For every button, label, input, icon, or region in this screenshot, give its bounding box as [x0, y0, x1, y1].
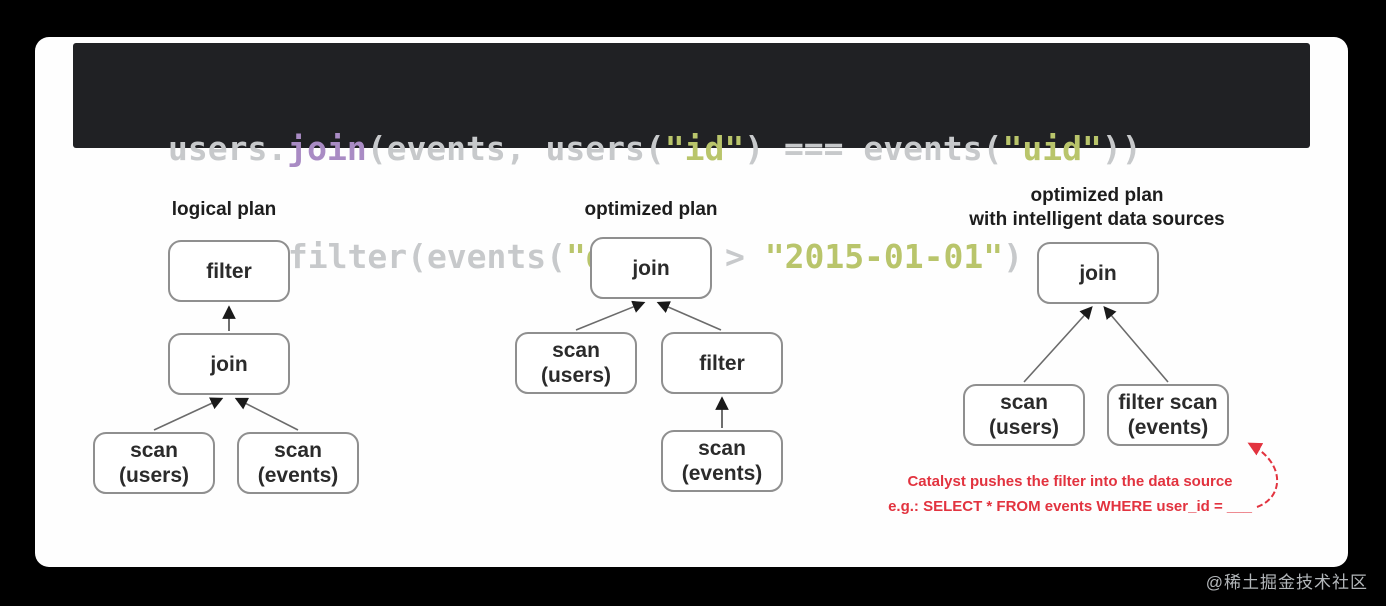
node-label: scan: [552, 339, 600, 362]
annotation-line: Catalyst pushes the filter into the data…: [907, 473, 1233, 490]
node-label: join: [1079, 261, 1117, 285]
code-block: users.join(events, users("id") === event…: [73, 43, 1310, 275]
node-label: (events): [681, 462, 763, 485]
node-label: (events): [1127, 416, 1209, 439]
plan-title-line: with intelligent data sources: [969, 209, 1225, 230]
code-token-keyword: join: [287, 129, 367, 168]
node-label: join: [632, 256, 670, 280]
plan-title-intelligent-sources: optimized plan with intelligent data sou…: [969, 184, 1225, 232]
node-label: (users): [540, 364, 612, 387]
code-token-string: "2015-01-01": [764, 237, 1004, 276]
edge-scan-users-to-join: [153, 397, 224, 431]
plan-title-logical: logical plan: [172, 198, 277, 222]
node-label: scan: [1000, 391, 1048, 414]
node-scan-users: scan(users): [515, 332, 637, 394]
slide-card: users.join(events, users("id") === event…: [35, 37, 1348, 567]
code-line-1: users.join(events, users("id") === event…: [73, 131, 1310, 167]
edge-scan-events-to-join: [234, 397, 299, 431]
node-label: (users): [118, 464, 190, 487]
node-scan-events: scan(events): [661, 430, 783, 492]
node-label: (users): [988, 416, 1060, 439]
node-join: join: [168, 333, 290, 395]
node-filter: filter: [661, 332, 783, 394]
node-join: join: [1037, 242, 1159, 304]
node-scan-users: scan(users): [93, 432, 215, 494]
annotation-line: e.g.: SELECT * FROM events WHERE user_id…: [888, 498, 1252, 515]
node-join: join: [590, 237, 712, 299]
plan-title-optimized: optimized plan: [585, 198, 718, 222]
node-label: scan: [274, 439, 322, 462]
node-label: scan: [698, 437, 746, 460]
node-filter: filter: [168, 240, 290, 302]
code-token: ) === events(: [744, 129, 1003, 168]
node-label: filter: [699, 351, 745, 375]
catalyst-annotation: Catalyst pushes the filter into the data…: [830, 469, 1310, 519]
code-token: .filter(events(: [268, 237, 567, 276]
plan-title-line: logical plan: [171, 199, 277, 220]
node-label: join: [210, 352, 248, 376]
code-token: (events, users(: [366, 129, 665, 168]
node-label: (events): [257, 464, 339, 487]
plan-title-line: optimized plan: [1030, 185, 1164, 206]
code-token: users.: [168, 129, 288, 168]
watermark: @稀土掘金技术社区: [1205, 573, 1368, 592]
node-filter-scan-events: filter scan(events): [1107, 384, 1229, 446]
code-token: ): [1003, 237, 1024, 276]
code-token-string: "uid": [1002, 129, 1102, 168]
code-token-string: "id": [664, 129, 745, 168]
node-label: filter scan: [1118, 391, 1218, 414]
node-label: filter: [206, 259, 252, 283]
plan-title-line: optimized plan: [584, 199, 718, 220]
code-token: )): [1101, 129, 1142, 168]
node-scan-users: scan(users): [963, 384, 1085, 446]
node-scan-events: scan(events): [237, 432, 359, 494]
node-label: scan: [130, 439, 178, 462]
